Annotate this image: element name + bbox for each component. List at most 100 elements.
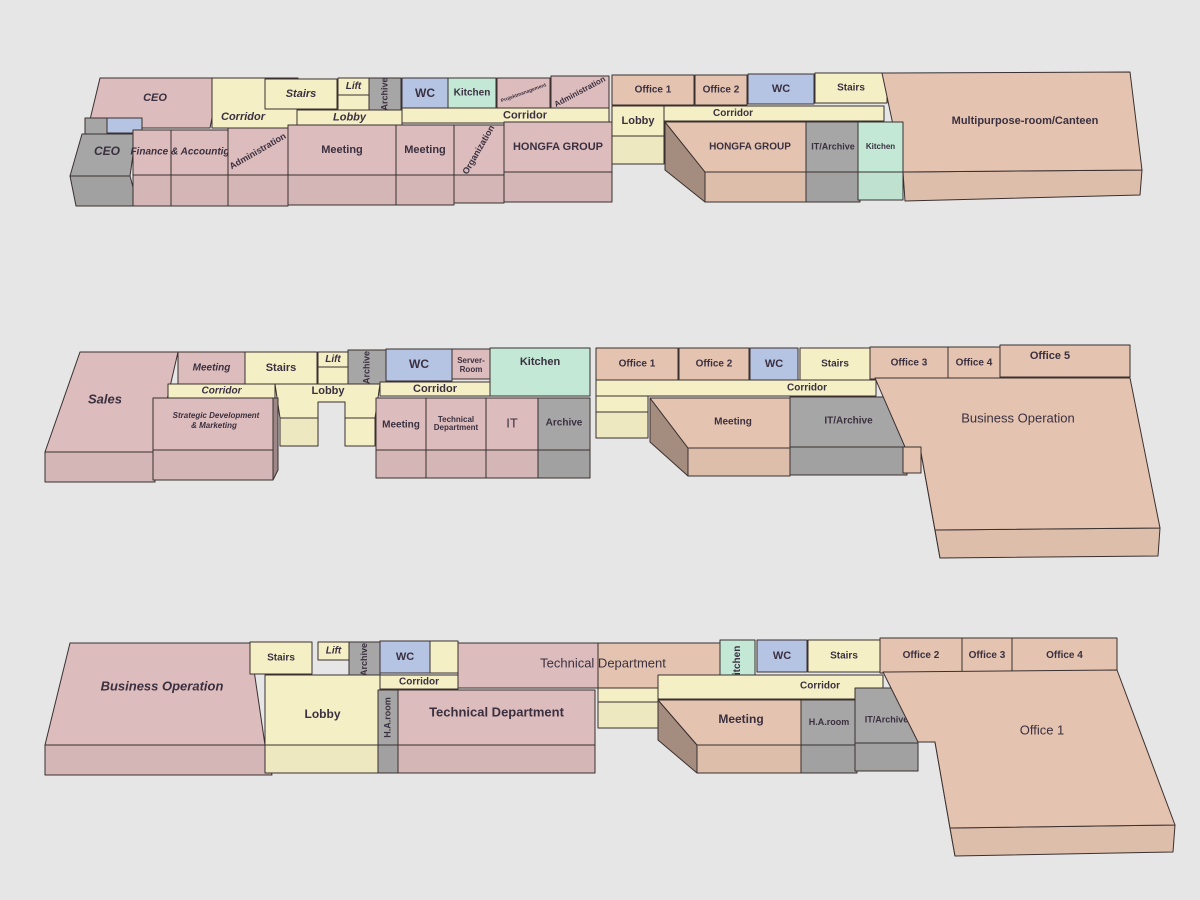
room-top-face — [379, 381, 491, 397]
room-label: WC — [772, 83, 790, 95]
room-label: WC — [773, 650, 791, 662]
room-label: Sales — [88, 391, 122, 406]
room-label: Archive — [546, 418, 583, 429]
room-top-face — [611, 105, 665, 137]
room-top-face — [611, 74, 695, 106]
room-front-face — [44, 451, 156, 483]
room-label: Corridor — [413, 383, 458, 395]
room-top-face — [595, 395, 649, 413]
room-label: Meeting — [382, 420, 420, 431]
room-label: Corridor — [503, 109, 548, 121]
room-label: Office 1 — [1020, 722, 1065, 737]
room-label: Finance & Accountig — [130, 147, 229, 158]
room-label: Lobby — [312, 385, 346, 397]
room-label: IT/Archive — [824, 416, 873, 427]
room-front-face — [375, 449, 427, 479]
room-top-face — [999, 344, 1131, 378]
room-label: Office 3 — [969, 650, 1006, 661]
room-front-face — [696, 744, 802, 774]
room-label: WC — [765, 358, 783, 370]
room-label: Kitchen — [866, 142, 895, 151]
room-label: Stairs — [286, 88, 317, 100]
room-label: Archive — [361, 351, 371, 384]
room-front-face — [949, 824, 1176, 857]
room-label: Meeting — [714, 417, 752, 428]
room-label: Business Operation — [101, 678, 224, 693]
room-top-face — [537, 397, 591, 451]
room-front-face — [854, 742, 919, 772]
room-front-face — [902, 169, 1143, 202]
room-front-face — [800, 744, 858, 774]
room-label: Multipurpose-room/Canteen — [952, 115, 1099, 127]
room-label: Server- — [457, 356, 485, 365]
room-top-face — [385, 348, 453, 382]
room-top-face — [663, 105, 885, 122]
room-top-face — [597, 687, 659, 703]
room-label: Meeting — [718, 712, 763, 726]
room-front-face — [170, 174, 229, 207]
room-top-face — [87, 77, 221, 129]
room-front-face — [597, 701, 659, 729]
room-label: Meeting — [321, 144, 363, 156]
room-label: Corridor — [800, 681, 840, 692]
room-label: Corridor — [399, 677, 439, 688]
room-front-face — [789, 446, 908, 476]
room-top-face — [379, 674, 459, 690]
room-label: HONGFA GROUP — [709, 142, 791, 153]
room-front-face — [279, 417, 319, 447]
room-label: Corridor — [202, 386, 243, 397]
room-label: Office 5 — [1030, 350, 1070, 362]
room-front-face — [537, 449, 591, 479]
room-front-face — [397, 744, 596, 774]
room-label: Meeting — [404, 144, 446, 156]
room-label: Office 2 — [703, 85, 740, 96]
room-label: WC — [396, 651, 414, 663]
room-top-face — [857, 121, 904, 173]
room-label: Office 1 — [635, 85, 672, 96]
room-top-face — [344, 417, 376, 447]
room-front-face — [934, 527, 1161, 559]
room-top-face — [264, 78, 338, 110]
room-label: Technical Department — [429, 704, 565, 719]
room-front-face — [857, 171, 904, 201]
room-front-face — [152, 449, 274, 481]
room-top-face — [694, 74, 748, 106]
room-label: WC — [409, 357, 429, 371]
room-label: Lift — [346, 81, 362, 92]
room-top-face — [152, 397, 274, 451]
room-label: CEO — [143, 92, 167, 104]
room-label: Lobby — [622, 115, 656, 127]
room-front-face — [69, 175, 139, 207]
room-label: Business Operation — [961, 410, 1074, 425]
room-front-face — [44, 744, 273, 776]
room-label: Office 1 — [619, 359, 656, 370]
room-label: WC — [415, 86, 435, 100]
room-label: Office 2 — [903, 650, 940, 661]
room-front-face — [485, 449, 539, 479]
room-label: Department — [434, 423, 479, 432]
room-label: Technical — [438, 415, 474, 424]
room-label: & Marketing — [191, 421, 237, 430]
room-top-face — [429, 640, 459, 674]
room-label: Lobby — [333, 111, 367, 123]
room-front-face — [453, 174, 505, 204]
room-top-face — [657, 674, 884, 700]
room-front-face — [503, 171, 613, 203]
room-top-face — [317, 366, 349, 385]
room-label: Meeting — [193, 363, 231, 374]
room-top-face — [503, 121, 613, 173]
room-label: H.A.room — [382, 697, 392, 738]
room-top-face — [902, 446, 922, 474]
room-top-face — [489, 347, 591, 397]
room-label: HONGFA GROUP — [513, 141, 603, 153]
room-top-face — [337, 94, 370, 111]
room-top-face — [69, 133, 137, 177]
room-top-face — [747, 73, 815, 105]
room-front-face — [611, 135, 665, 165]
room-front-face — [595, 411, 649, 439]
room-top-face — [44, 642, 266, 746]
